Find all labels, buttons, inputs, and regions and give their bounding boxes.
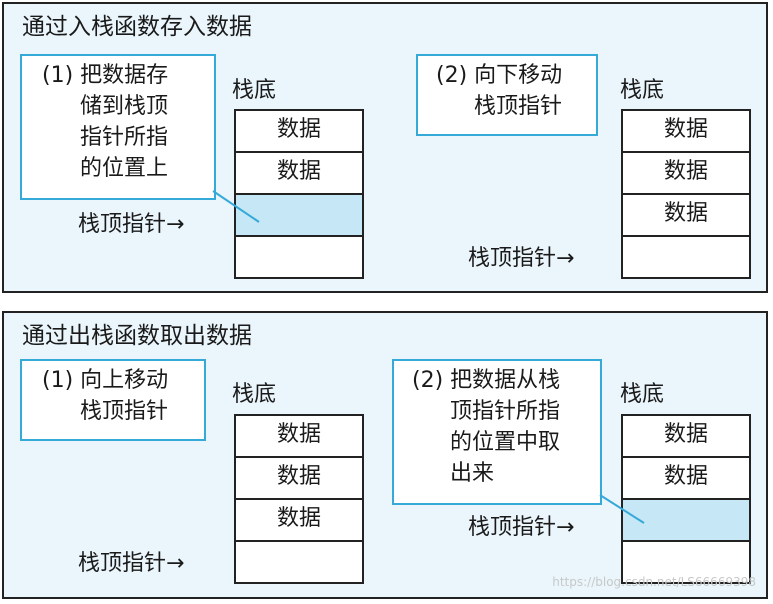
note-line: (1) 把数据存 <box>42 63 169 88</box>
stack-cell: 数据 <box>234 500 364 542</box>
note-line: (1) 向上移动 <box>42 368 169 393</box>
stack-cell <box>621 237 751 279</box>
stack-bottom-label: 栈底 <box>620 78 665 103</box>
stack-bottom-label: 栈底 <box>232 78 277 103</box>
pop-panel-title: 通过出栈函数取出数据 <box>22 323 252 349</box>
note-line: 的位置上 <box>80 156 169 181</box>
push-panel: 通过入栈函数存入数据 (1) 把数据存 储到栈顶 指针所指 的位置上 栈底 数据… <box>2 2 768 293</box>
note-line: 出来 <box>450 461 495 486</box>
push-step2-note: (2) 向下移动 栈顶指针 <box>416 54 598 136</box>
stack-cell: 数据 <box>234 458 364 500</box>
push-step1-note: (1) 把数据存 储到栈顶 指针所指 的位置上 <box>20 54 216 200</box>
pop-stack-after: 数据 数据 <box>621 414 751 584</box>
stack-bottom-label: 栈底 <box>620 382 665 407</box>
note-line: 的位置中取 <box>450 430 561 455</box>
push-stack-before: 数据 数据 <box>234 109 364 279</box>
note-line: 指针所指 <box>80 125 169 150</box>
pop-step2-note: (2) 把数据从栈 顶指针所指 的位置中取 出来 <box>392 359 602 505</box>
stack-cell <box>621 542 751 584</box>
note-line: 顶指针所指 <box>450 399 561 424</box>
stack-cell: 数据 <box>234 414 364 458</box>
note-line: 栈顶指针 <box>474 94 563 119</box>
stack-cell: 数据 <box>621 458 751 500</box>
pop-step1-note: (1) 向上移动 栈顶指针 <box>20 359 206 441</box>
stack-cell: 数据 <box>621 195 751 237</box>
note-line: (2) 把数据从栈 <box>412 368 561 393</box>
watermark: https://blog.csdn.net/LS66669398 <box>552 575 756 589</box>
stack-pointer-label: 栈顶指针→ <box>468 246 575 271</box>
note-line: 储到栈顶 <box>80 94 169 119</box>
stack-pointer-label: 栈顶指针→ <box>78 212 185 237</box>
stack-bottom-label: 栈底 <box>232 382 277 407</box>
callout-connector <box>599 494 645 524</box>
stack-cell: 数据 <box>621 414 751 458</box>
stack-cell: 数据 <box>234 153 364 195</box>
stack-pointer-label: 栈顶指针→ <box>78 551 185 576</box>
stack-cell: 数据 <box>234 109 364 153</box>
push-panel-title: 通过入栈函数存入数据 <box>22 14 252 40</box>
note-line: 栈顶指针 <box>80 399 169 424</box>
stack-cell: 数据 <box>621 153 751 195</box>
stack-pointer-label: 栈顶指针→ <box>468 515 575 540</box>
pop-stack-before: 数据 数据 数据 <box>234 414 364 584</box>
pop-panel: 通过出栈函数取出数据 (1) 向上移动 栈顶指针 栈底 数据 数据 数据 栈顶指… <box>2 311 768 599</box>
callout-connector <box>212 190 260 223</box>
stack-cell <box>234 542 364 584</box>
push-stack-after: 数据 数据 数据 <box>621 109 751 279</box>
stack-cell: 数据 <box>621 109 751 153</box>
stack-cell <box>234 237 364 279</box>
stack-cell-highlighted <box>234 195 364 237</box>
note-line: (2) 向下移动 <box>436 63 563 88</box>
